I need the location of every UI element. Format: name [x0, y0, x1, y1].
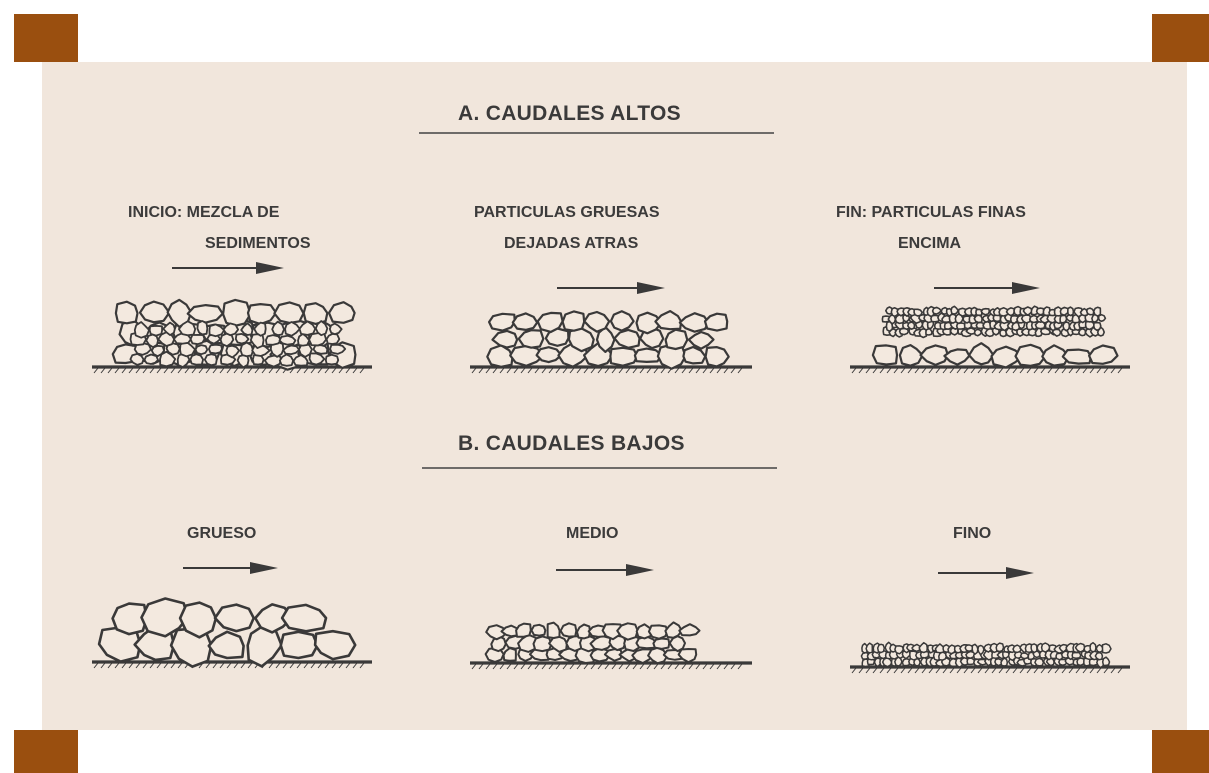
flow-arrow-b2: [556, 564, 654, 576]
frame-bar-right-bottom: [1152, 730, 1209, 773]
sediment-pile-a3: [871, 305, 1119, 369]
ground-b2: [470, 661, 752, 670]
panel-b3-label: FINO: [953, 525, 992, 542]
frame-bar-left-top: [14, 14, 78, 62]
ground-b3: [850, 665, 1130, 674]
panel-a1-label-line1: INICIO: MEZCLA DE: [128, 204, 280, 221]
ground-a2: [470, 365, 752, 374]
flow-arrow-a1: [172, 262, 284, 274]
sediment-pile-a1: [111, 298, 357, 371]
panel-a1-label-line2: SEDIMENTOS: [205, 235, 311, 252]
panel-a2-label-line1: PARTICULAS GRUESAS: [474, 204, 660, 221]
flow-arrow-b3: [938, 567, 1034, 579]
frame-bar-right-top: [1152, 14, 1209, 62]
ground-a3: [850, 365, 1130, 374]
section-b-title-rule: [422, 467, 777, 469]
ground-a1: [92, 365, 372, 374]
panel-a2-label-line2: DEJADAS ATRAS: [504, 235, 639, 252]
flow-arrow-b1: [183, 562, 278, 574]
sediment-pile-a2: [486, 310, 730, 370]
panel-b2-label: MEDIO: [566, 525, 619, 542]
sediment-pile-b1: [97, 597, 357, 668]
panel-a3-label-line2: ENCIMA: [898, 235, 962, 252]
flow-arrow-a3: [934, 282, 1040, 294]
section-b-title: B. CAUDALES BAJOS: [458, 432, 685, 455]
section-a-title-rule: [419, 132, 774, 134]
sediment-pile-b2: [484, 621, 701, 665]
section-a-title: A. CAUDALES ALTOS: [458, 102, 681, 125]
sediment-pile-b3: [860, 641, 1112, 669]
frame-bar-left-bottom: [14, 730, 78, 773]
panel-a3-label-line1: FIN: PARTICULAS FINAS: [836, 204, 1026, 221]
panel-b1-label: GRUESO: [187, 525, 257, 542]
ground-b1: [92, 660, 372, 669]
flow-arrow-a2: [557, 282, 665, 294]
